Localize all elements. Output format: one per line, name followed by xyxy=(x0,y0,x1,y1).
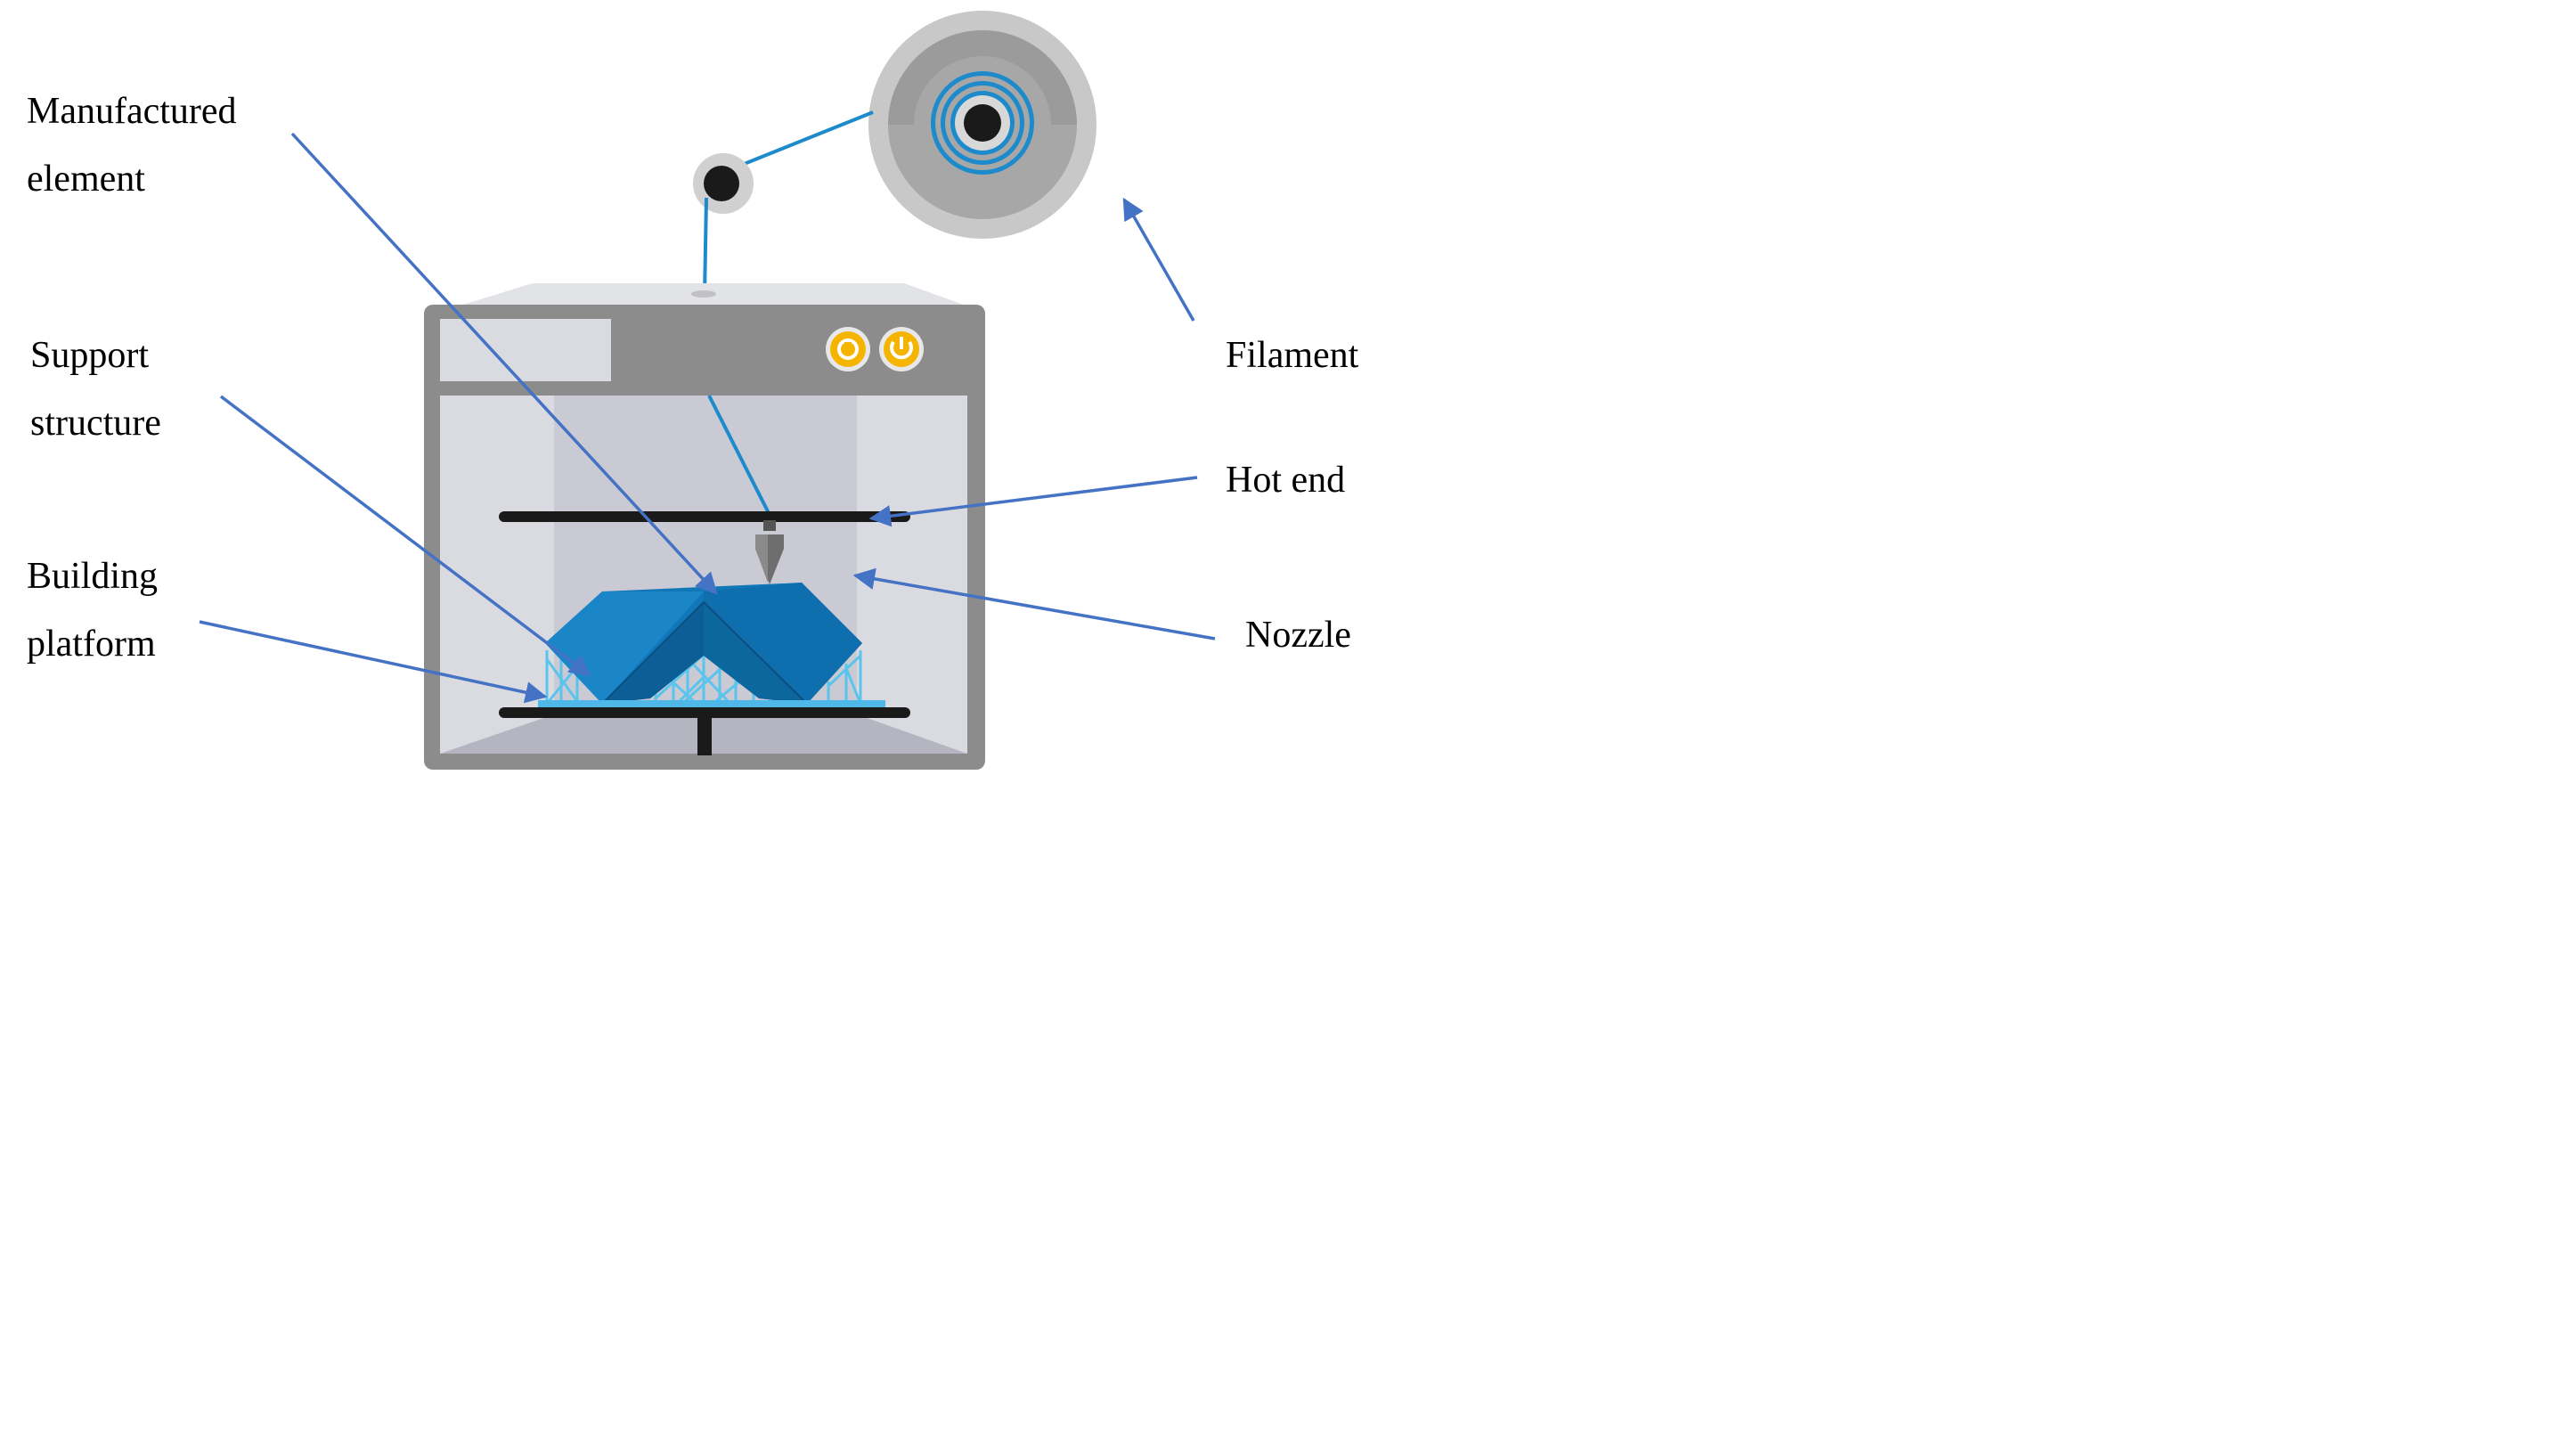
build-surface xyxy=(538,700,885,707)
nozzle-shape xyxy=(755,520,784,584)
label-manufactured-element-line1: Manufactured xyxy=(27,91,237,132)
control-knob-icon xyxy=(826,327,924,371)
arrow-building-platform xyxy=(199,620,548,704)
label-manufactured-element-line2: element xyxy=(27,159,145,200)
arrow-hot-end xyxy=(868,476,1198,527)
arrow-nozzle xyxy=(852,567,1216,640)
label-building-platform-line1: Building xyxy=(27,556,158,597)
filament-line-vertical xyxy=(703,197,708,297)
platform-stand xyxy=(697,713,712,755)
label-hot-end: Hot end xyxy=(1226,460,1345,501)
label-filament: Filament xyxy=(1226,335,1359,376)
arrow-support-structure xyxy=(219,395,591,677)
label-building-platform-line2: platform xyxy=(27,624,156,665)
label-support-structure-line2: structure xyxy=(30,403,161,444)
pulley-icon xyxy=(693,153,754,214)
filament-line-inner xyxy=(707,395,771,516)
arrow-filament xyxy=(1122,197,1195,322)
filament-line-upper xyxy=(737,110,874,168)
label-support-structure-line1: Support xyxy=(30,335,149,376)
arrow-manufactured-element xyxy=(290,132,718,595)
manufactured-element-shape xyxy=(545,583,862,705)
annotation-arrows xyxy=(199,132,1216,704)
3d-printer-diagram: Manufactured element Support structure B… xyxy=(27,11,1359,770)
label-nozzle: Nozzle xyxy=(1245,615,1351,656)
filament-spool-icon xyxy=(868,11,1096,239)
3d-printer-icon xyxy=(424,283,985,770)
